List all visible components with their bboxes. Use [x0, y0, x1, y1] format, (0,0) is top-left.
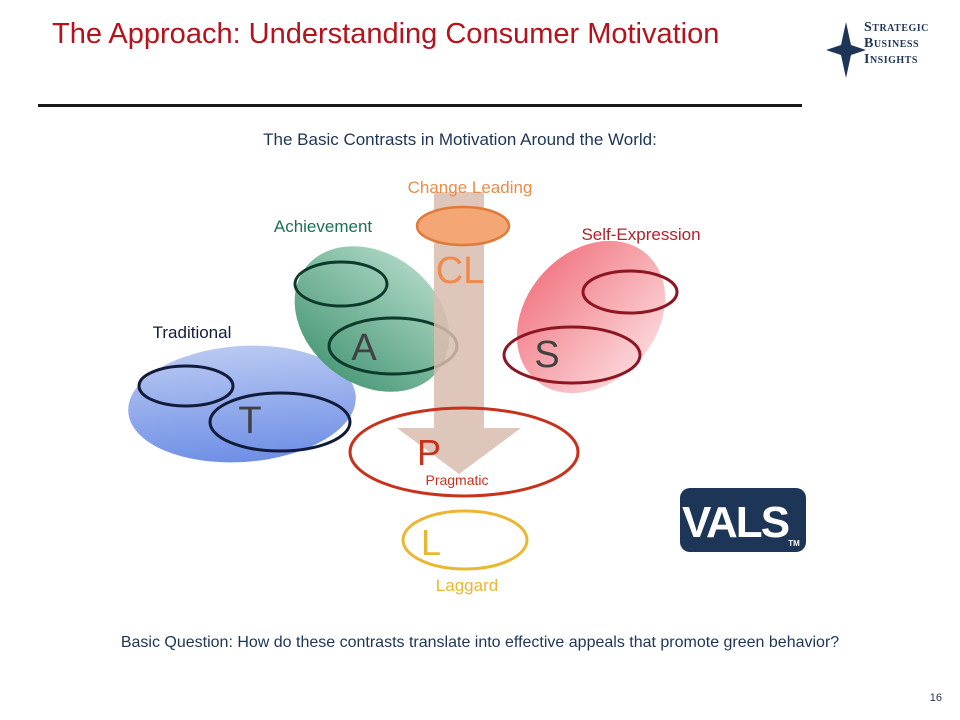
- l-letter: L: [421, 522, 441, 563]
- change-leading-oval: [415, 205, 511, 247]
- achievement-upper-ring: [293, 260, 389, 308]
- self-expression-s-ring: [502, 325, 642, 385]
- page-number: 16: [929, 692, 942, 704]
- title-rule: [38, 104, 802, 107]
- s-letter: S: [534, 334, 559, 376]
- logo-line-2: Business: [864, 36, 920, 51]
- change-leading-label: Change Leading: [408, 178, 533, 197]
- a-letter: A: [351, 327, 377, 369]
- sbi-logo: Strategic Business Insights: [826, 20, 956, 78]
- achievement-label: Achievement: [274, 217, 373, 236]
- cl-letter: CL: [436, 250, 485, 292]
- logo-line-3: Insights: [864, 52, 918, 67]
- p-letter: P: [417, 432, 441, 473]
- vals-logo-text: VALS: [682, 498, 789, 547]
- traditional-upper-ring: [137, 364, 235, 408]
- vals-logo: VALS TM: [680, 488, 806, 552]
- traditional-blob: [128, 345, 356, 463]
- pragmatic-ring: [348, 406, 580, 498]
- bottom-question: Basic Question: How do these contrasts t…: [120, 634, 840, 651]
- self-expression-blob: [516, 240, 666, 394]
- traditional-label: Traditional: [153, 323, 232, 342]
- traditional-t-ring: [208, 391, 352, 453]
- t-letter: T: [238, 400, 261, 442]
- four-point-star-icon: [826, 22, 866, 78]
- pragmatic-label: Pragmatic: [425, 472, 488, 488]
- self-expression-label: Self-Expression: [581, 225, 700, 244]
- laggard-ring: [401, 509, 529, 571]
- diagram-subtitle: The Basic Contrasts in Motivation Around…: [263, 130, 657, 149]
- downward-arrow: [397, 192, 521, 474]
- logo-line-1: Strategic: [864, 20, 929, 35]
- laggard-label: Laggard: [436, 576, 498, 595]
- self-expression-upper-ring: [581, 269, 679, 315]
- vals-trademark: TM: [788, 539, 800, 548]
- slide-title: The Approach: Understanding Consumer Mot…: [52, 18, 720, 50]
